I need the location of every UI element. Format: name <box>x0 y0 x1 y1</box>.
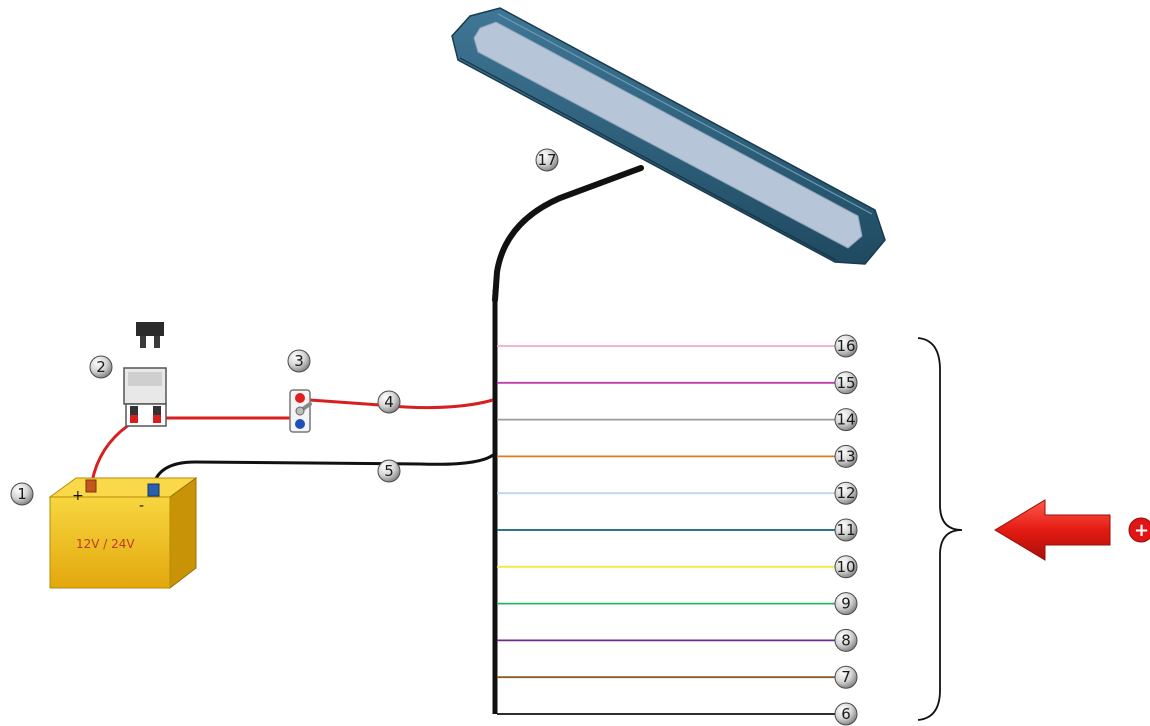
callout-red-wire-label: 4 <box>384 393 394 411</box>
callout-fuse: 2 <box>89 355 113 379</box>
wire-callout-14: 14 <box>834 408 858 432</box>
wire-group-brace <box>917 337 963 721</box>
callout-battery: 1 <box>10 482 34 506</box>
red-arrow <box>994 499 1111 561</box>
callout-red-wire: 4 <box>377 390 401 414</box>
black-wire <box>151 453 494 488</box>
wire-group: 16 15 14 13 12 11 10 9 8 7 6 <box>497 334 858 726</box>
callout-lightbar-cable: 17 <box>535 148 559 172</box>
red-wire <box>309 398 494 410</box>
positive-indicator: + <box>1128 517 1150 543</box>
light-bar <box>451 7 886 265</box>
callout-switch-label: 3 <box>294 352 304 370</box>
wire-callout-13-label: 13 <box>836 447 855 465</box>
battery: + - 12V / 24V <box>48 477 198 590</box>
wire-callout-16-label: 16 <box>836 337 855 355</box>
wire-callout-10-label: 10 <box>836 558 855 576</box>
wire-callout-14-label: 14 <box>836 411 855 429</box>
wire-callout-6: 6 <box>834 702 858 726</box>
callout-black-wire: 5 <box>377 459 401 483</box>
switch-off-indicator <box>295 419 305 429</box>
red-wire-battery-fuse <box>90 416 141 483</box>
wire-callout-8: 8 <box>834 628 858 652</box>
wire-callout-12: 12 <box>834 481 858 505</box>
callout-battery-label: 1 <box>17 485 27 503</box>
wire-callout-15-label: 15 <box>836 374 855 392</box>
wire-callout-7: 7 <box>834 665 858 689</box>
toggle-switch <box>289 389 312 433</box>
wire-callout-12-label: 12 <box>836 484 855 502</box>
wire-callout-13: 13 <box>834 444 858 468</box>
positive-terminal <box>85 479 97 493</box>
callout-fuse-label: 2 <box>96 358 106 376</box>
positive-sign: + <box>72 488 84 504</box>
wire-callout-15: 15 <box>834 371 858 395</box>
wire-callout-6-label: 6 <box>841 705 851 723</box>
callout-group: 1 2 3 4 5 17 <box>10 148 559 506</box>
battery-voltage-label: 12V / 24V <box>76 537 135 551</box>
wire-callout-8-label: 8 <box>841 631 851 649</box>
wire-callout-9: 9 <box>834 592 858 616</box>
wire-callout-7-label: 7 <box>841 668 851 686</box>
wire-callout-10: 10 <box>834 555 858 579</box>
negative-sign: - <box>139 498 144 514</box>
callout-switch: 3 <box>287 349 311 373</box>
wire-callout-9-label: 9 <box>841 595 851 613</box>
fuse-holder <box>123 322 167 427</box>
negative-terminal <box>147 483 160 497</box>
wire-callout-11-label: 11 <box>836 521 855 539</box>
switch-on-indicator <box>295 393 305 403</box>
callout-lightbar-cable-label: 17 <box>537 151 556 169</box>
positive-indicator-symbol: + <box>1134 520 1149 541</box>
lightbar-cable <box>492 165 644 303</box>
wire-callout-11: 11 <box>834 518 858 542</box>
callout-black-wire-label: 5 <box>384 462 394 480</box>
wire-callout-16: 16 <box>834 334 858 358</box>
